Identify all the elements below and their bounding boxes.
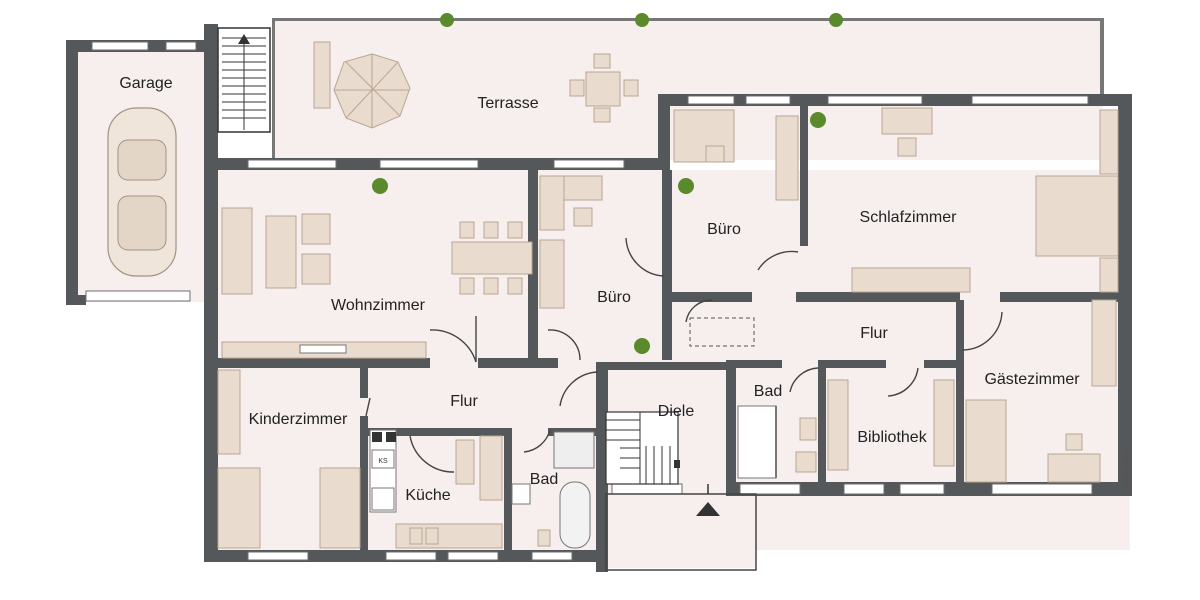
bath1-fixtures [511, 431, 595, 549]
plant-icon [678, 178, 694, 194]
plants [372, 13, 843, 354]
label-hall-lower: Flur [450, 393, 478, 410]
label-kitchen: Küche [405, 487, 450, 504]
label-bath-1: Bad [530, 471, 558, 488]
label-terrace: Terrasse [477, 95, 538, 112]
office-furniture [539, 109, 799, 309]
label-bedroom: Schlafzimmer [860, 209, 958, 226]
doors [365, 237, 1003, 473]
plant-icon [372, 178, 388, 194]
windows [85, 41, 1093, 561]
interior-stairs [605, 411, 680, 485]
children-furniture [217, 369, 361, 549]
plant-icon [810, 112, 826, 128]
plant-icon [440, 13, 454, 27]
label-children: Kinderzimmer [249, 411, 348, 428]
label-office-2: Büro [707, 221, 741, 238]
outside-stairs [217, 27, 271, 133]
label-garage: Garage [119, 75, 172, 92]
brand-watermark: McGrundriss [1123, 450, 1130, 490]
plant-icon [634, 338, 650, 354]
label-bath-2: Bad [754, 383, 782, 400]
plant-icon [635, 13, 649, 27]
label-guest: Gästezimmer [984, 371, 1080, 388]
entrance-porch [605, 484, 757, 571]
living-furniture [221, 207, 533, 359]
hall-furniture [689, 317, 755, 347]
label-office-1: Büro [597, 289, 631, 306]
terrace-furniture [313, 41, 639, 129]
guest-furniture [965, 299, 1117, 483]
garage-car [107, 107, 177, 277]
label-foyer: Diele [658, 403, 695, 420]
label-hall-upper: Flur [860, 325, 888, 342]
bedroom-furniture [851, 107, 1119, 293]
kitchen-furniture [369, 429, 503, 549]
library-furniture [827, 379, 955, 471]
label-library: Bibliothek [857, 429, 927, 446]
label-fridge: KS [378, 458, 388, 465]
label-living: Wohnzimmer [331, 297, 426, 314]
plant-icon [829, 13, 843, 27]
room-labels: Garage Terrasse Wohnzimmer Büro Büro Sch… [119, 75, 1130, 504]
bath2-fixtures [737, 405, 817, 479]
